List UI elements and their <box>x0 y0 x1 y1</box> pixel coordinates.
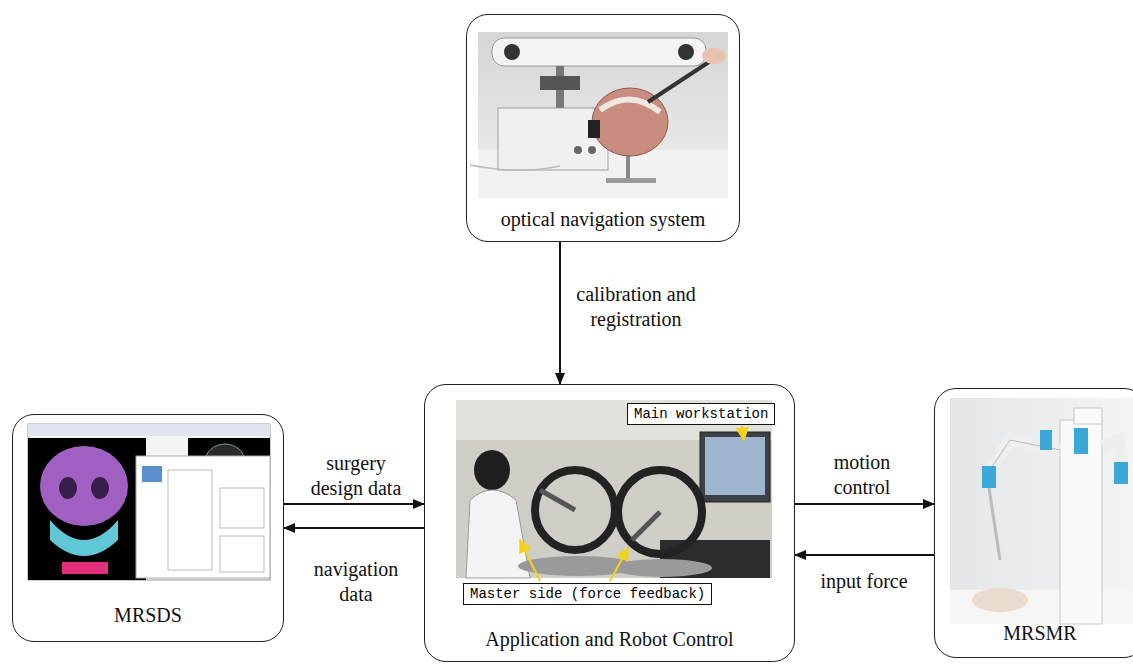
control-unit <box>498 108 608 170</box>
robot-joint <box>982 466 996 488</box>
component-box: optical navigation system <box>466 14 740 242</box>
leader-arrow <box>742 426 744 440</box>
robot-top <box>1074 408 1102 424</box>
screen <box>705 437 765 495</box>
photo-ground <box>950 398 1133 624</box>
orbit <box>91 477 109 499</box>
optical-photo <box>470 32 728 198</box>
head-base <box>606 178 656 183</box>
edge-label: navigation data <box>300 557 412 607</box>
monitor <box>700 432 770 502</box>
toolbar <box>28 424 270 436</box>
orbit <box>59 477 77 499</box>
edge-label: surgery design data <box>300 451 412 501</box>
reference-marker <box>588 120 600 138</box>
robot-joint <box>1114 462 1128 484</box>
flow-arrow <box>795 503 934 505</box>
component-box: MRSMR <box>934 388 1133 658</box>
camera-bar <box>492 38 706 66</box>
skull <box>40 446 128 526</box>
leader-arrow <box>520 540 540 581</box>
callout-box: Master side (force feedback) <box>463 583 712 605</box>
patient-model <box>972 588 1028 612</box>
dialog <box>136 456 270 578</box>
device-base <box>612 559 712 577</box>
mrsds-screenshot <box>28 424 270 580</box>
dialog-icon <box>142 466 162 482</box>
haptic-arm <box>632 512 660 540</box>
flow-arrow <box>559 242 561 384</box>
workstation-photo <box>456 400 772 581</box>
edge-label: motion control <box>812 450 912 500</box>
flow-arrow <box>284 503 424 505</box>
mandible <box>50 520 118 556</box>
flow-arrow <box>284 527 424 529</box>
edge-label: calibration and registration <box>571 282 701 332</box>
flow-arrow <box>795 554 934 556</box>
window <box>28 424 270 580</box>
component-label: Application and Robot Control <box>485 628 733 651</box>
view-3d <box>28 438 146 580</box>
control-knob <box>574 146 582 154</box>
robot-joint <box>1074 428 1088 454</box>
photo-ground <box>456 400 772 578</box>
leader-arrow <box>610 548 628 581</box>
camera-mount <box>540 76 580 90</box>
robot-joint <box>1040 430 1052 450</box>
hand <box>702 48 726 64</box>
haptic-device <box>535 470 615 550</box>
callout-label: Master side (force feedback) <box>470 585 705 603</box>
edge-label: input force <box>799 569 929 594</box>
probe <box>648 60 712 102</box>
photo-ground <box>478 32 728 198</box>
control-knob <box>588 146 596 154</box>
dialog-list <box>168 470 212 570</box>
haptic-device <box>618 470 702 554</box>
robot-photo <box>950 398 1133 624</box>
dialog-panel <box>220 536 264 572</box>
cable <box>470 165 560 170</box>
person-hair <box>474 450 510 490</box>
haptic-arm <box>540 490 575 510</box>
dialog-panel <box>220 488 264 528</box>
callout-label: Main workstation <box>634 405 768 423</box>
robot-column <box>1060 420 1102 624</box>
callout-box: Main workstation <box>627 403 775 425</box>
component-label: optical navigation system <box>501 208 705 231</box>
component-box: MRSDS <box>12 414 284 642</box>
camera-lens <box>678 44 694 60</box>
component-label: MRSMR <box>1003 622 1076 645</box>
robot-tool <box>989 488 1000 560</box>
chin-segment <box>62 562 108 574</box>
component-box: Application and Robot Control Main workst… <box>424 384 795 662</box>
component-label: MRSDS <box>114 604 182 627</box>
camera-lens <box>504 44 520 60</box>
